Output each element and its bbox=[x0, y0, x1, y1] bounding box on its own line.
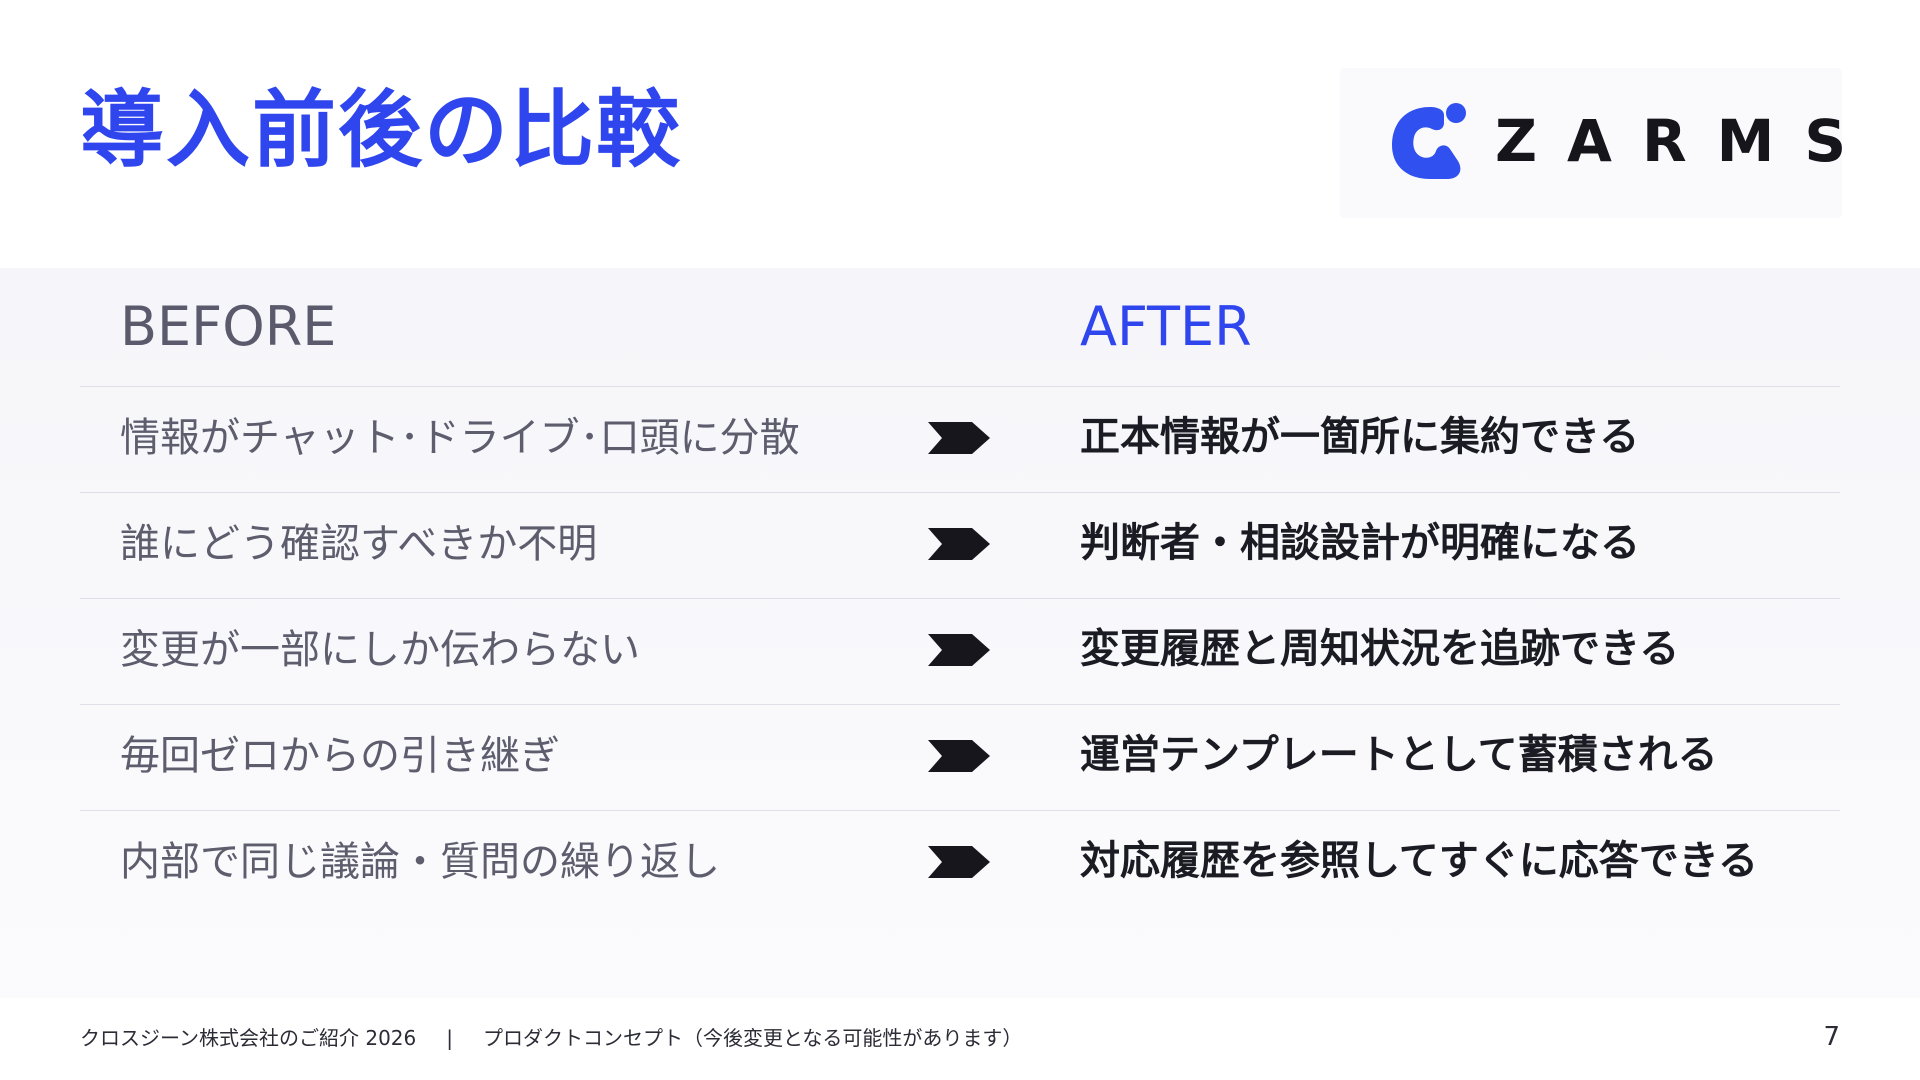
divider bbox=[80, 598, 1840, 599]
footer: クロスジーン株式会社のご紹介 2026 | プロダクトコンセプト（今後変更となる可能… bbox=[0, 998, 1920, 1080]
zarms-logo-mark-icon bbox=[1392, 103, 1466, 179]
before-item: 内部で同じ議論・質問の繰り返し bbox=[120, 839, 720, 885]
comparison-row: 情報がチャット･ドライブ･口頭に分散 正本情報が一箇所に集約できる bbox=[0, 386, 1920, 492]
divider bbox=[80, 492, 1840, 493]
divider bbox=[80, 704, 1840, 705]
chevron-right-icon bbox=[928, 846, 990, 878]
before-heading: BEFORE bbox=[120, 295, 337, 358]
before-item: 誰にどう確認すべきか不明 bbox=[120, 521, 598, 567]
after-heading: AFTER bbox=[1080, 295, 1252, 358]
chevron-right-icon bbox=[928, 422, 990, 454]
footer-company: クロスジーン株式会社のご紹介 2026 bbox=[80, 1026, 417, 1050]
page-number: 7 bbox=[1823, 1022, 1840, 1052]
footer-caption: クロスジーン株式会社のご紹介 2026 | プロダクトコンセプト（今後変更となる可能… bbox=[80, 1026, 1022, 1050]
footer-note: プロダクトコンセプト（今後変更となる可能性があります） bbox=[483, 1026, 1023, 1050]
after-item: 運営テンプレートとして蓄積される bbox=[1080, 732, 1718, 778]
chevron-right-icon bbox=[928, 740, 990, 772]
after-item: 判断者・相談設計が明確になる bbox=[1080, 520, 1640, 566]
comparison-row: 毎回ゼロからの引き継ぎ 運営テンプレートとして蓄積される bbox=[0, 704, 1920, 810]
before-item: 変更が一部にしか伝わらない bbox=[120, 627, 640, 673]
chevron-right-icon bbox=[928, 528, 990, 560]
logo-wordmark: ZARMS bbox=[1495, 107, 1877, 175]
chevron-right-icon bbox=[928, 634, 990, 666]
after-item: 変更履歴と周知状況を追跡できる bbox=[1080, 626, 1680, 672]
before-item: 情報がチャット･ドライブ･口頭に分散 bbox=[120, 415, 800, 461]
before-item: 毎回ゼロからの引き継ぎ bbox=[120, 733, 560, 779]
footer-separator: | bbox=[446, 1026, 454, 1050]
after-item: 正本情報が一箇所に集約できる bbox=[1080, 414, 1640, 460]
divider bbox=[80, 810, 1840, 811]
comparison-row: 変更が一部にしか伝わらない 変更履歴と周知状況を追跡できる bbox=[0, 598, 1920, 704]
comparison-row: 内部で同じ議論・質問の繰り返し 対応履歴を参照してすぐに応答できる bbox=[0, 810, 1920, 916]
divider bbox=[80, 386, 1840, 387]
after-item: 対応履歴を参照してすぐに応答できる bbox=[1080, 838, 1758, 884]
comparison-row: 誰にどう確認すべきか不明 判断者・相談設計が明確になる bbox=[0, 492, 1920, 598]
zarms-logo: ZARMS bbox=[1340, 68, 1846, 218]
page-title: 導入前後の比較 bbox=[80, 81, 683, 179]
